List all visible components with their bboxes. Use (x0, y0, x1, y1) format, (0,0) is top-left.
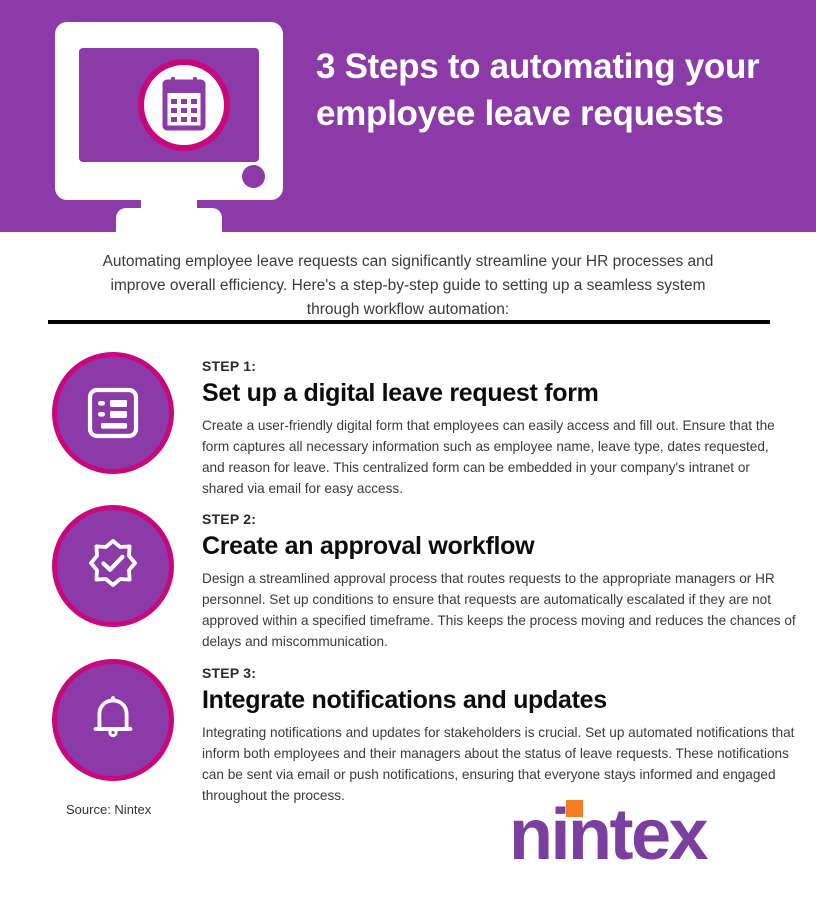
form-document-icon (52, 352, 174, 474)
step-item: STEP 1: Set up a digital leave request f… (0, 352, 816, 499)
monitor-body (55, 22, 283, 200)
step-heading: Create an approval workflow (202, 532, 535, 561)
monitor-screen (79, 48, 259, 162)
intro-paragraph: Automating employee leave requests can s… (102, 253, 714, 319)
nintex-logo-wordmark: nintex (509, 795, 709, 875)
step-body: Integrating notifications and updates fo… (202, 724, 795, 803)
bell-icon (52, 658, 174, 781)
step-heading: Set up a digital leave request form (202, 379, 599, 407)
source-credit: Source: Nintex (66, 802, 152, 817)
step-body: Design a streamlined approval process th… (202, 571, 796, 650)
step-text: STEP 2: Create an approval workflow Desi… (174, 505, 816, 652)
calendar-badge-icon (137, 58, 231, 152)
step-text: STEP 1: Set up a digital leave request f… (174, 352, 816, 499)
monitor-power-dot (242, 165, 265, 188)
step-item: STEP 2: Create an approval workflow Desi… (0, 505, 816, 652)
footer: Source: Nintex nintex (0, 795, 816, 900)
section-divider (48, 320, 770, 324)
step-heading: Integrate notifications and updates (202, 685, 607, 714)
step-item: STEP 3: Integrate notifications and upda… (0, 658, 816, 806)
badge-check-icon (52, 505, 174, 628)
header-banner: 3 Steps to automating your employee leav… (0, 0, 816, 232)
step-label: STEP 3: (202, 664, 257, 681)
monitor-base (116, 208, 222, 232)
step-label: STEP 2: (202, 511, 257, 528)
step-icon-wrap (52, 658, 174, 781)
step-icon-wrap (52, 352, 174, 474)
step-text: STEP 3: Integrate notifications and upda… (174, 659, 816, 806)
page-title: 3 Steps to automating your employee leav… (316, 47, 760, 133)
monitor-calendar-icon (55, 22, 283, 232)
steps-list: STEP 1: Set up a digital leave request f… (0, 352, 816, 812)
nintex-logo: nintex (509, 795, 759, 875)
step-label: STEP 1: (202, 358, 257, 374)
step-icon-wrap (52, 505, 174, 628)
nintex-logo-dot-icon (566, 800, 583, 817)
step-body: Create a user-friendly digital form that… (202, 418, 775, 497)
